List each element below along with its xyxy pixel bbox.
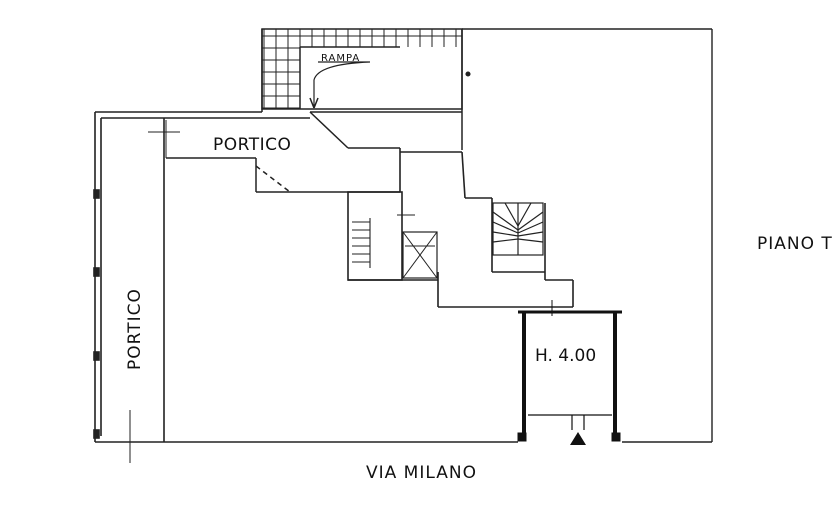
central-core [347, 148, 574, 308]
lot-boundary [164, 28, 713, 443]
label-height-room: H. 4.00 [535, 346, 596, 366]
ramp-block [261, 28, 471, 150]
label-street: VIA MILANO [366, 463, 477, 483]
label-piano: PIANO T [757, 234, 833, 254]
room-h400 [517, 300, 622, 445]
stair-right [492, 202, 544, 256]
portico-top [148, 111, 462, 193]
stair-left [352, 218, 371, 268]
label-portico-top: PORTICO [213, 135, 291, 155]
label-portico-left: PORTICO [125, 288, 145, 370]
label-rampa: RAMPA [321, 53, 360, 64]
portico-left [93, 111, 262, 463]
